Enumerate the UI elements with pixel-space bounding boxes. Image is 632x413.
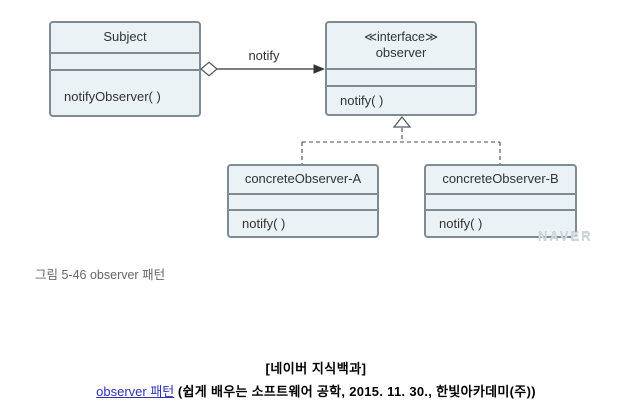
subject-method: notifyObserver( ) [51, 69, 199, 115]
realization-triangle-icon [392, 115, 412, 128]
subject-attributes-compartment [51, 52, 199, 69]
observer-stereotype: ≪interface≫ [363, 29, 439, 44]
arrowhead-icon [313, 64, 325, 74]
naver-watermark: NAVER [538, 229, 593, 244]
uml-class-subject: Subject notifyObserver( ) [49, 21, 201, 117]
concrete-a-method: notify( ) [229, 209, 377, 236]
concrete-b-class-name: concreteObserver-B [442, 171, 559, 187]
realization-dashed-lines [301, 128, 501, 164]
observer-title: ≪interface≫ observer [327, 23, 475, 68]
uml-class-concrete-observer-b: concreteObserver-B notify( ) [424, 164, 577, 238]
uml-class-concrete-observer-a: concreteObserver-A notify( ) [227, 164, 379, 238]
aggregation-diamond-icon [199, 61, 219, 77]
figure-caption: 그림 5-46 observer 패턴 [35, 268, 166, 282]
source-citation: (쉽게 배우는 소프트웨어 공학, 2015. 11. 30., 한빛아카데미(… [177, 384, 536, 399]
concrete-b-method: notify( ) [426, 209, 575, 236]
observer-pattern-link[interactable]: observer 패턴 [96, 384, 175, 399]
observer-attributes-compartment [327, 68, 475, 85]
concrete-a-attributes-compartment [229, 193, 377, 209]
observer-method: notify( ) [327, 85, 475, 114]
association-label: notify [248, 48, 280, 63]
source-header: [네이버 지식백과] [265, 361, 367, 376]
subject-class-name: Subject [103, 29, 147, 45]
observer-interface-name: observer [375, 45, 427, 61]
source-citation-line: observer 패턴 (쉽게 배우는 소프트웨어 공학, 2015. 11. … [0, 381, 632, 400]
uml-interface-observer: ≪interface≫ observer notify( ) [325, 21, 477, 116]
concrete-b-attributes-compartment [426, 193, 575, 209]
concrete-a-class-name: concreteObserver-A [244, 171, 362, 187]
